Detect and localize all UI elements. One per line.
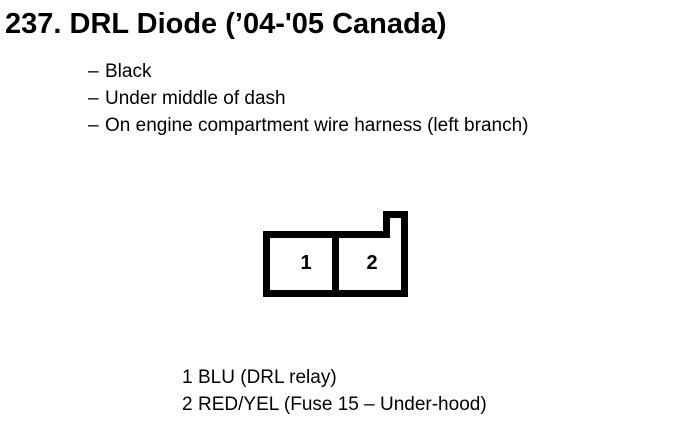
description-list: – Black – Under middle of dash – On engi… [88, 58, 668, 139]
description-item-text: On engine compartment wire harness (left… [105, 115, 529, 136]
connector-diagram: 1 2 [258, 205, 413, 300]
description-item: – On engine compartment wire harness (le… [88, 112, 668, 139]
bullet-dash-icon: – [88, 88, 99, 109]
pin-legend-description: RED/YEL (Fuse 15 – Under-hood) [198, 394, 487, 415]
description-item: – Black [88, 58, 668, 85]
description-item-text: Under middle of dash [105, 88, 286, 109]
bullet-dash-icon: – [88, 61, 99, 82]
description-item: – Under middle of dash [88, 85, 668, 112]
pin-legend: 1 BLU (DRL relay) 2 RED/YEL (Fuse 15 – U… [182, 364, 487, 418]
page-title: 237. DRL Diode (’04-'05 Canada) [5, 8, 447, 40]
bullet-dash-icon: – [88, 115, 99, 136]
connector-outline-icon [263, 211, 408, 297]
pin-legend-row: 2 RED/YEL (Fuse 15 – Under-hood) [182, 391, 487, 418]
pin-legend-description: BLU (DRL relay) [198, 367, 337, 388]
connector-pin-1-label: 1 [300, 252, 312, 274]
pin-legend-row: 1 BLU (DRL relay) [182, 364, 487, 391]
description-item-text: Black [105, 61, 152, 82]
pin-legend-number: 1 [182, 367, 193, 388]
pin-legend-number: 2 [182, 394, 193, 415]
connector-pin-2-label: 2 [366, 252, 378, 274]
